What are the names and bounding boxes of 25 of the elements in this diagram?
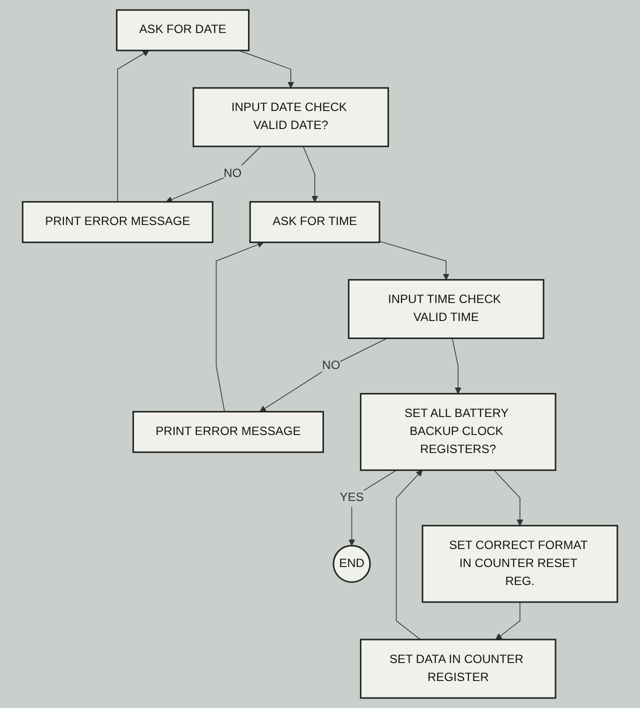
- node-box: SET CORRECT FORMAT IN COUNTER RESET REG.: [422, 524, 618, 603]
- arrow: [494, 470, 524, 526]
- edge-label: NO: [224, 167, 242, 180]
- arrow: [260, 338, 388, 412]
- node-box: SET DATA IN COUNTER REGISTER: [360, 638, 556, 699]
- arrow: [348, 470, 397, 546]
- arrow: [379, 240, 450, 280]
- arrow: [166, 146, 262, 203]
- arrow: [302, 146, 318, 202]
- edge-label: YES: [340, 491, 364, 504]
- arrow: [396, 470, 423, 640]
- node-box: PRINT ERROR MESSAGE: [132, 410, 324, 453]
- node-box: ASK FOR TIME: [249, 201, 380, 244]
- arrow: [117, 50, 150, 202]
- arrow: [452, 338, 462, 394]
- arrow: [216, 241, 264, 412]
- node-box: INPUT DATE CHECK VALID DATE?: [192, 87, 389, 148]
- node-box: SET ALL BATTERY BACKUP CLOCK REGISTERS?: [360, 392, 556, 471]
- edge-label: NO: [322, 359, 340, 372]
- node-box: ASK FOR DATE: [116, 9, 250, 52]
- node-box: INPUT TIME CHECK VALID TIME: [348, 279, 544, 339]
- node-circle: END: [332, 544, 371, 583]
- arrow: [495, 602, 520, 640]
- arrow: [238, 50, 294, 88]
- node-box: PRINT ERROR MESSAGE: [22, 201, 214, 244]
